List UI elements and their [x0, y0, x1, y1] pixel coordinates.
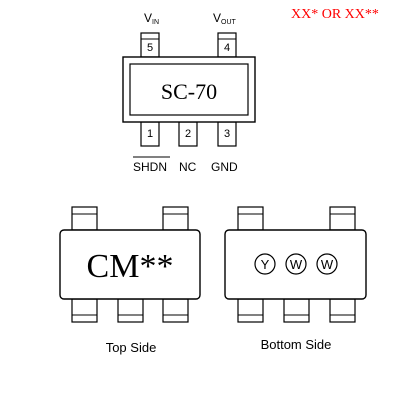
pin-4-number: 4: [224, 42, 230, 54]
pin-3-label: GND: [211, 160, 238, 174]
bottom-mark-1-circle: [254, 253, 276, 275]
bottom-mark-3: W: [321, 257, 334, 272]
pin-4-label: VOUT: [213, 11, 237, 26]
bottom-mark-1: Y: [261, 257, 270, 272]
top-side-marking: CM**: [87, 248, 174, 285]
top-side-lead-bottom-left: [71, 298, 98, 323]
marking-note: XX* OR XX**: [291, 7, 379, 22]
pin-1-number: 1: [147, 128, 153, 140]
top-side-caption: Top Side: [106, 340, 157, 355]
pin-4-label-main: V: [213, 11, 221, 25]
bottom-mark-2-circle: [285, 253, 307, 275]
pin-4-label-sub: OUT: [221, 19, 237, 26]
pin-2-number: 2: [185, 128, 191, 140]
bottom-side-lead-bottom-left: [237, 298, 264, 323]
top-side-lead-top-left: [71, 206, 98, 231]
package-body-inner: [129, 63, 249, 116]
bottom-mark-3-circle: [316, 253, 338, 275]
pinout-package: SC-70 5 4 1 2 3 VIN VOUT SHDN NC GND: [122, 11, 256, 174]
bottom-side-lead-bottom-right: [329, 298, 356, 323]
bottom-mark-2: W: [290, 257, 303, 272]
top-side-lead-top-right: [162, 206, 189, 231]
pin-5-label: VIN: [144, 11, 159, 26]
pin-5-number: 5: [147, 42, 153, 54]
pin-5-label-sub: IN: [152, 19, 159, 26]
top-side-lead-bottom-right: [162, 298, 189, 323]
bottom-side-caption: Bottom Side: [261, 337, 332, 352]
bottom-side-lead-top-right: [329, 206, 356, 231]
bottom-side-lead-top-left: [237, 206, 264, 231]
package-name: SC-70: [161, 79, 217, 104]
bottom-side-view: Y W W Bottom Side: [224, 206, 367, 352]
pin-3-number: 3: [224, 128, 230, 140]
pin-5-label-main: V: [144, 11, 152, 25]
pin-2-label: NC: [179, 160, 197, 174]
bottom-side-lead-bottom-middle: [283, 298, 310, 323]
top-side-lead-bottom-middle: [117, 298, 144, 323]
pin-1-label: SHDN: [133, 160, 167, 174]
top-side-body: [59, 229, 201, 300]
top-side-view: CM** Top Side: [59, 206, 201, 355]
